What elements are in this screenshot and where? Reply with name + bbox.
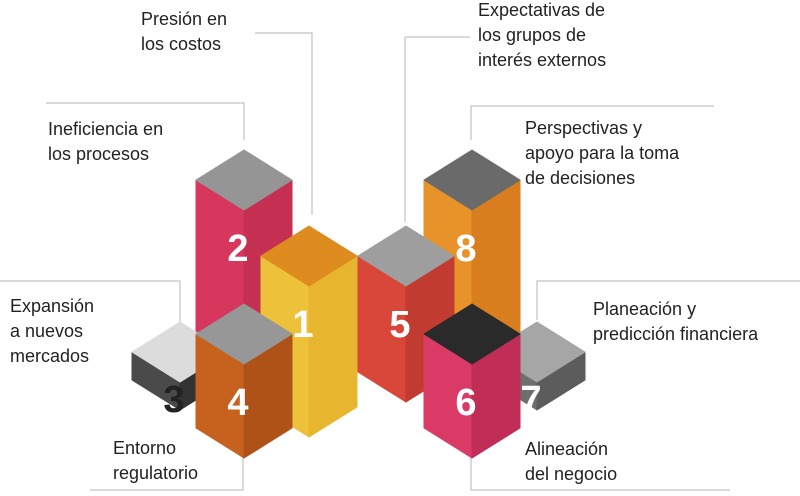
block-2-top-face xyxy=(195,149,293,211)
block-1-right-face xyxy=(308,255,358,438)
block-3-number: 3 xyxy=(163,379,184,421)
isometric-blocks: 2 8 1 5 3 4 7 6 xyxy=(131,149,586,459)
leader-line-7 xyxy=(536,280,800,320)
leader-line-1 xyxy=(255,32,313,215)
leader-line-3 xyxy=(0,280,181,322)
label-block-7: Planeación y predicción financiera xyxy=(593,299,759,344)
block-5-top-face xyxy=(357,225,455,287)
leader-line-6 xyxy=(470,455,730,491)
leader-line-5 xyxy=(404,36,470,222)
block-2-number: 2 xyxy=(227,228,248,270)
block-8-top-face xyxy=(423,149,521,211)
block-8-number: 8 xyxy=(455,228,476,270)
label-block-2: Ineficiencia en los procesos xyxy=(48,119,164,164)
block-6: 6 xyxy=(423,303,521,459)
leader-line-4 xyxy=(90,450,244,491)
label-block-1: Presión en los costos xyxy=(141,9,228,54)
block-1-top-face xyxy=(260,225,358,287)
block-4-top-face xyxy=(195,303,293,365)
block-4-number: 4 xyxy=(227,382,248,424)
block-6-number: 6 xyxy=(455,382,476,424)
leader-line-2 xyxy=(46,102,245,140)
block-1-number: 1 xyxy=(292,304,313,346)
block-7-number: 7 xyxy=(520,379,541,421)
label-block-5: Expectativas de los grupos de interés ex… xyxy=(478,0,607,70)
label-block-8: Perspectivas y apoyo para la toma de dec… xyxy=(525,118,680,188)
label-block-4: Entorno regulatorio xyxy=(113,438,199,483)
leader-lines xyxy=(0,32,800,491)
label-block-6: Alineación del negocio xyxy=(525,439,618,484)
label-block-3: Expansión a nuevos mercados xyxy=(10,296,95,366)
block-4: 4 xyxy=(195,303,293,459)
leader-line-8 xyxy=(470,105,714,140)
block-6-top-face xyxy=(423,303,521,365)
block-5-number: 5 xyxy=(389,304,410,346)
